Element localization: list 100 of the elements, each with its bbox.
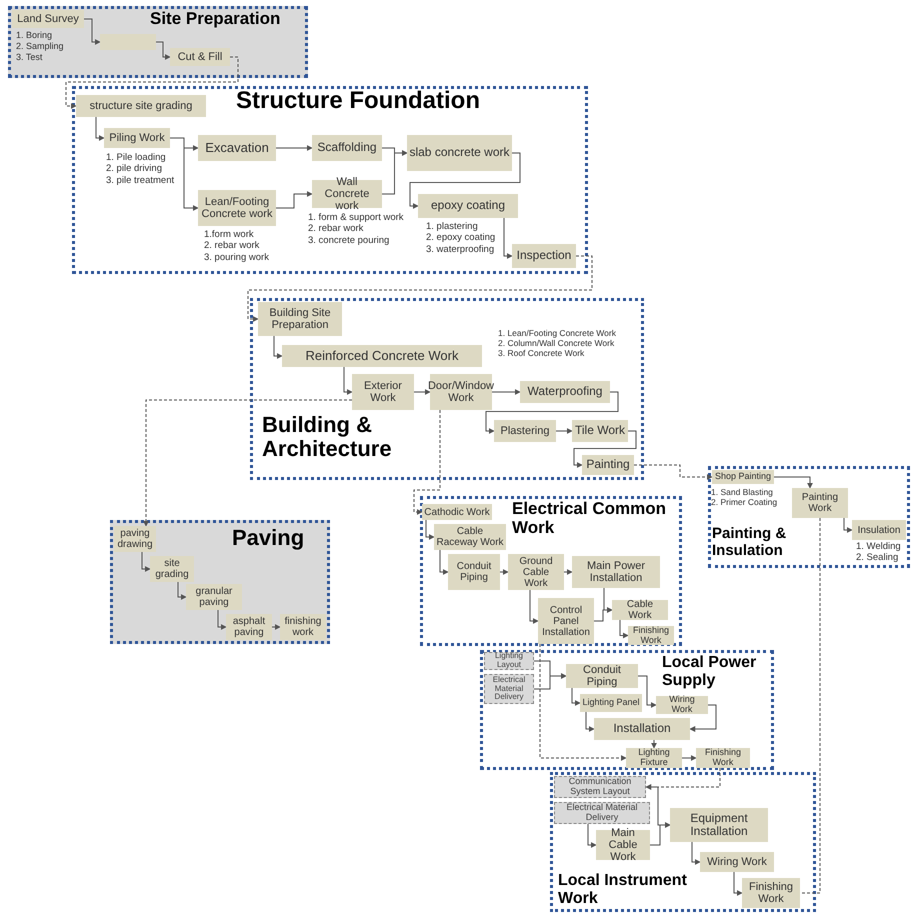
task-box: Lighting Fixture [626,748,682,768]
group-title: Local Instrument Work [558,872,688,908]
task-box: Ground Cable Work [508,554,564,590]
group-title: Site Preparation [150,10,282,29]
task-box: Insulation [852,520,906,540]
connector-arrow [774,476,813,489]
task-box: Shop Painting [712,470,774,484]
list-item: 2. pile driving [106,163,163,175]
dashed-connector [634,464,713,480]
task-box: asphalt paving [226,614,272,640]
dashed-connector [540,644,627,761]
task-box: finishing work [280,614,326,640]
task-box: Lighting Layout [484,652,534,670]
list-item: 3. pouring work [204,252,269,264]
connector-arrow [692,842,701,865]
task-box: Lean/Footing Concrete work [198,190,276,226]
group-title: Paving [232,526,306,550]
connector-arrow [620,620,629,638]
task-box: Conduit Piping [448,554,500,590]
task-box: Conduit Piping [566,664,638,688]
task-box: Reinforced Concrete Work [282,345,482,367]
task-box: Electrical Material Delivery [554,802,650,824]
task-box: site grading [150,556,194,582]
connector-arrow [178,582,187,600]
task-box: slab concrete work [407,135,512,171]
dashed-connector [800,518,820,894]
group-frame [420,496,682,646]
list-item: 2. Primer Coating [711,497,778,508]
connector-arrow [492,389,521,395]
connector-arrow [651,740,657,749]
list-item: 3. Roof Concrete Work [498,348,586,359]
task-box: Cut & Fill [170,48,230,66]
connector-arrow [604,588,613,613]
dashed-connector [414,410,440,515]
connector-arrow [344,366,353,395]
list-item: 1. Pile loading [106,152,167,164]
connector-arrow [530,590,539,624]
task-box: Cable Work [612,600,668,620]
connector-arrow [142,552,151,572]
connector-arrow [276,191,313,208]
list-item: 1. Boring [16,30,54,41]
list-item: 1. plastering [426,221,479,232]
list-item: 1. Sand Blasting [711,487,774,498]
task-box: Tile Work [572,420,628,442]
connector-arrow [96,116,105,141]
connector-arrow [84,18,101,45]
group-title: Building & Architecture [262,413,393,462]
task-box: Finishing Work [696,748,750,768]
list-item: 2. Column/Wall Concrete Work [498,338,616,348]
dashed-connector [645,768,720,790]
connector-arrow [414,389,431,395]
connector-arrow [564,569,573,575]
task-box: granular paving [186,584,242,610]
task-box: Excavation [198,135,276,161]
list-item: 3. waterproofing [426,244,496,256]
connector-arrow [534,673,567,690]
task-box: Lighting Panel [580,694,642,712]
task-box: Plastering [494,420,556,442]
task-box: Main Power Installation [572,556,660,588]
group-frame [550,772,816,912]
list-item: 2. Sampling [16,40,64,52]
dashed-connector [143,400,352,527]
task-box: Communication System Layout [554,776,646,798]
connector-arrow [844,518,853,533]
group-frame [708,466,910,568]
task-box: Finishing Work [742,878,800,908]
group-frame [110,520,330,644]
connector-arrow [426,520,435,540]
group-frame [8,6,308,78]
task-box: Painting Work [792,488,848,518]
connector-arrow [440,550,449,575]
group-title: Structure Foundation [236,88,481,114]
task-box: Painting [582,455,634,475]
task-box: Electrical Material Delivery [484,674,534,704]
group-frame [480,650,774,770]
connector-arrow [170,138,199,211]
connector-arrow [682,755,697,761]
task-box: Finishing Work [628,626,674,645]
task-box: Wiring Work [700,852,774,872]
connector-arrow [500,569,509,575]
task-box: Waterproofing [520,381,610,403]
list-item: 3. pile treatment [106,174,174,186]
connector-arrow [218,610,227,630]
connector-arrow [486,392,618,434]
task-box: Building Site Preparation [258,302,342,336]
list-item: 1. Lean/Footing Concrete Work [498,328,616,338]
task-box: Cathodic Work [422,504,492,520]
task-box: Equipment Installation [670,808,768,842]
list-item: 1. Welding [856,541,901,552]
task-box: Inspection [512,244,576,268]
connector-arrow [504,218,513,259]
connector-arrow [556,428,573,434]
task-box: Main Cable Work [596,830,650,860]
connector-arrow [156,42,171,60]
task-box: Door/Window Work [430,374,492,410]
task-box: paving drawing [114,526,156,552]
task-box: Scaffolding [312,135,382,161]
connector-arrow [574,430,636,468]
connector-arrow [410,152,520,209]
connector-arrow [586,712,595,732]
